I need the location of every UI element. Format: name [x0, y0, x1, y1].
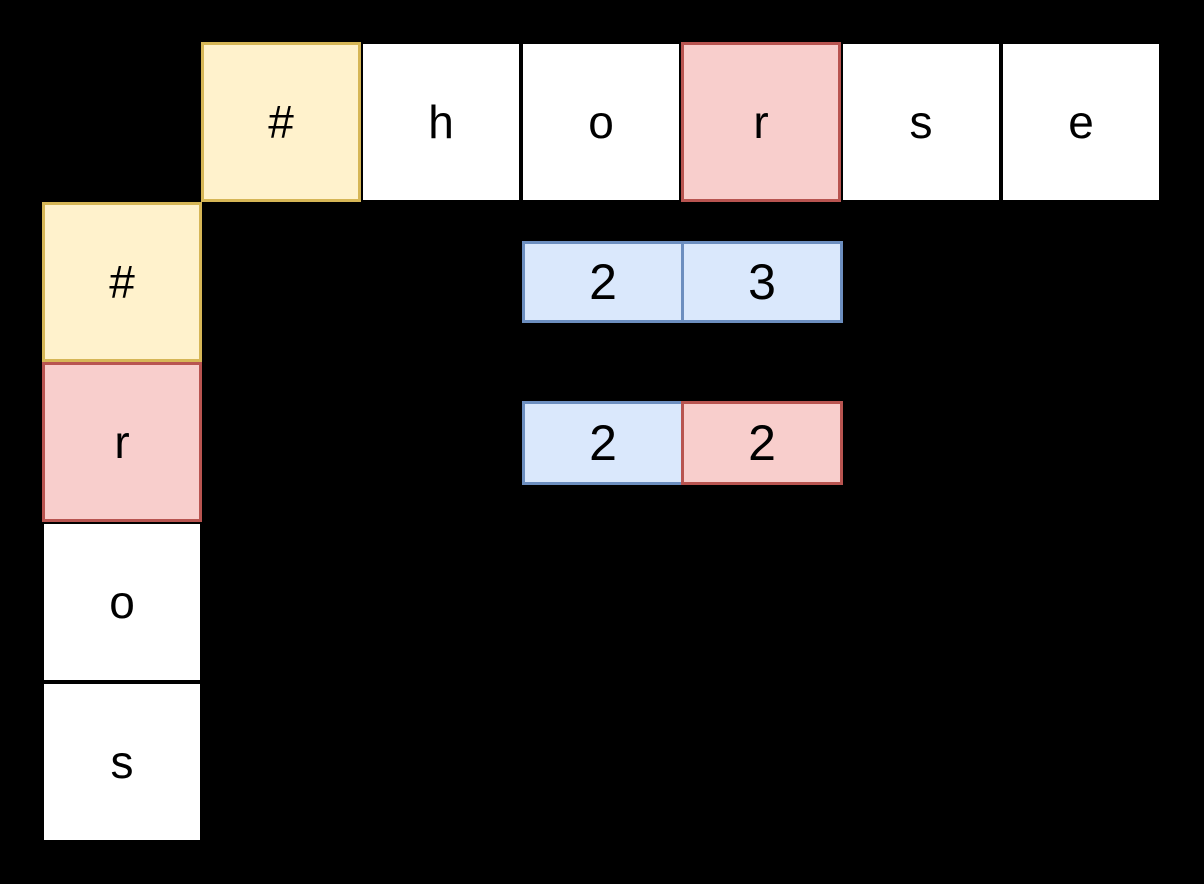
top-header-cell-s: s [841, 42, 1001, 202]
left-header-cell-#: # [42, 202, 202, 362]
top-header-cell-e: e [1001, 42, 1161, 202]
left-header-cell-r: r [42, 362, 202, 522]
value-cell-row1-2: 2 [681, 401, 843, 485]
value-cell-row1-2: 2 [522, 401, 684, 485]
top-header-cell-#: # [201, 42, 361, 202]
left-header-cell-o: o [42, 522, 202, 682]
top-header-cell-o: o [521, 42, 681, 202]
top-header-cell-r: r [681, 42, 841, 202]
top-header-cell-h: h [361, 42, 521, 202]
value-cell-row0-3: 3 [681, 241, 843, 323]
value-cell-row0-2: 2 [522, 241, 684, 323]
left-header-cell-s: s [42, 682, 202, 842]
